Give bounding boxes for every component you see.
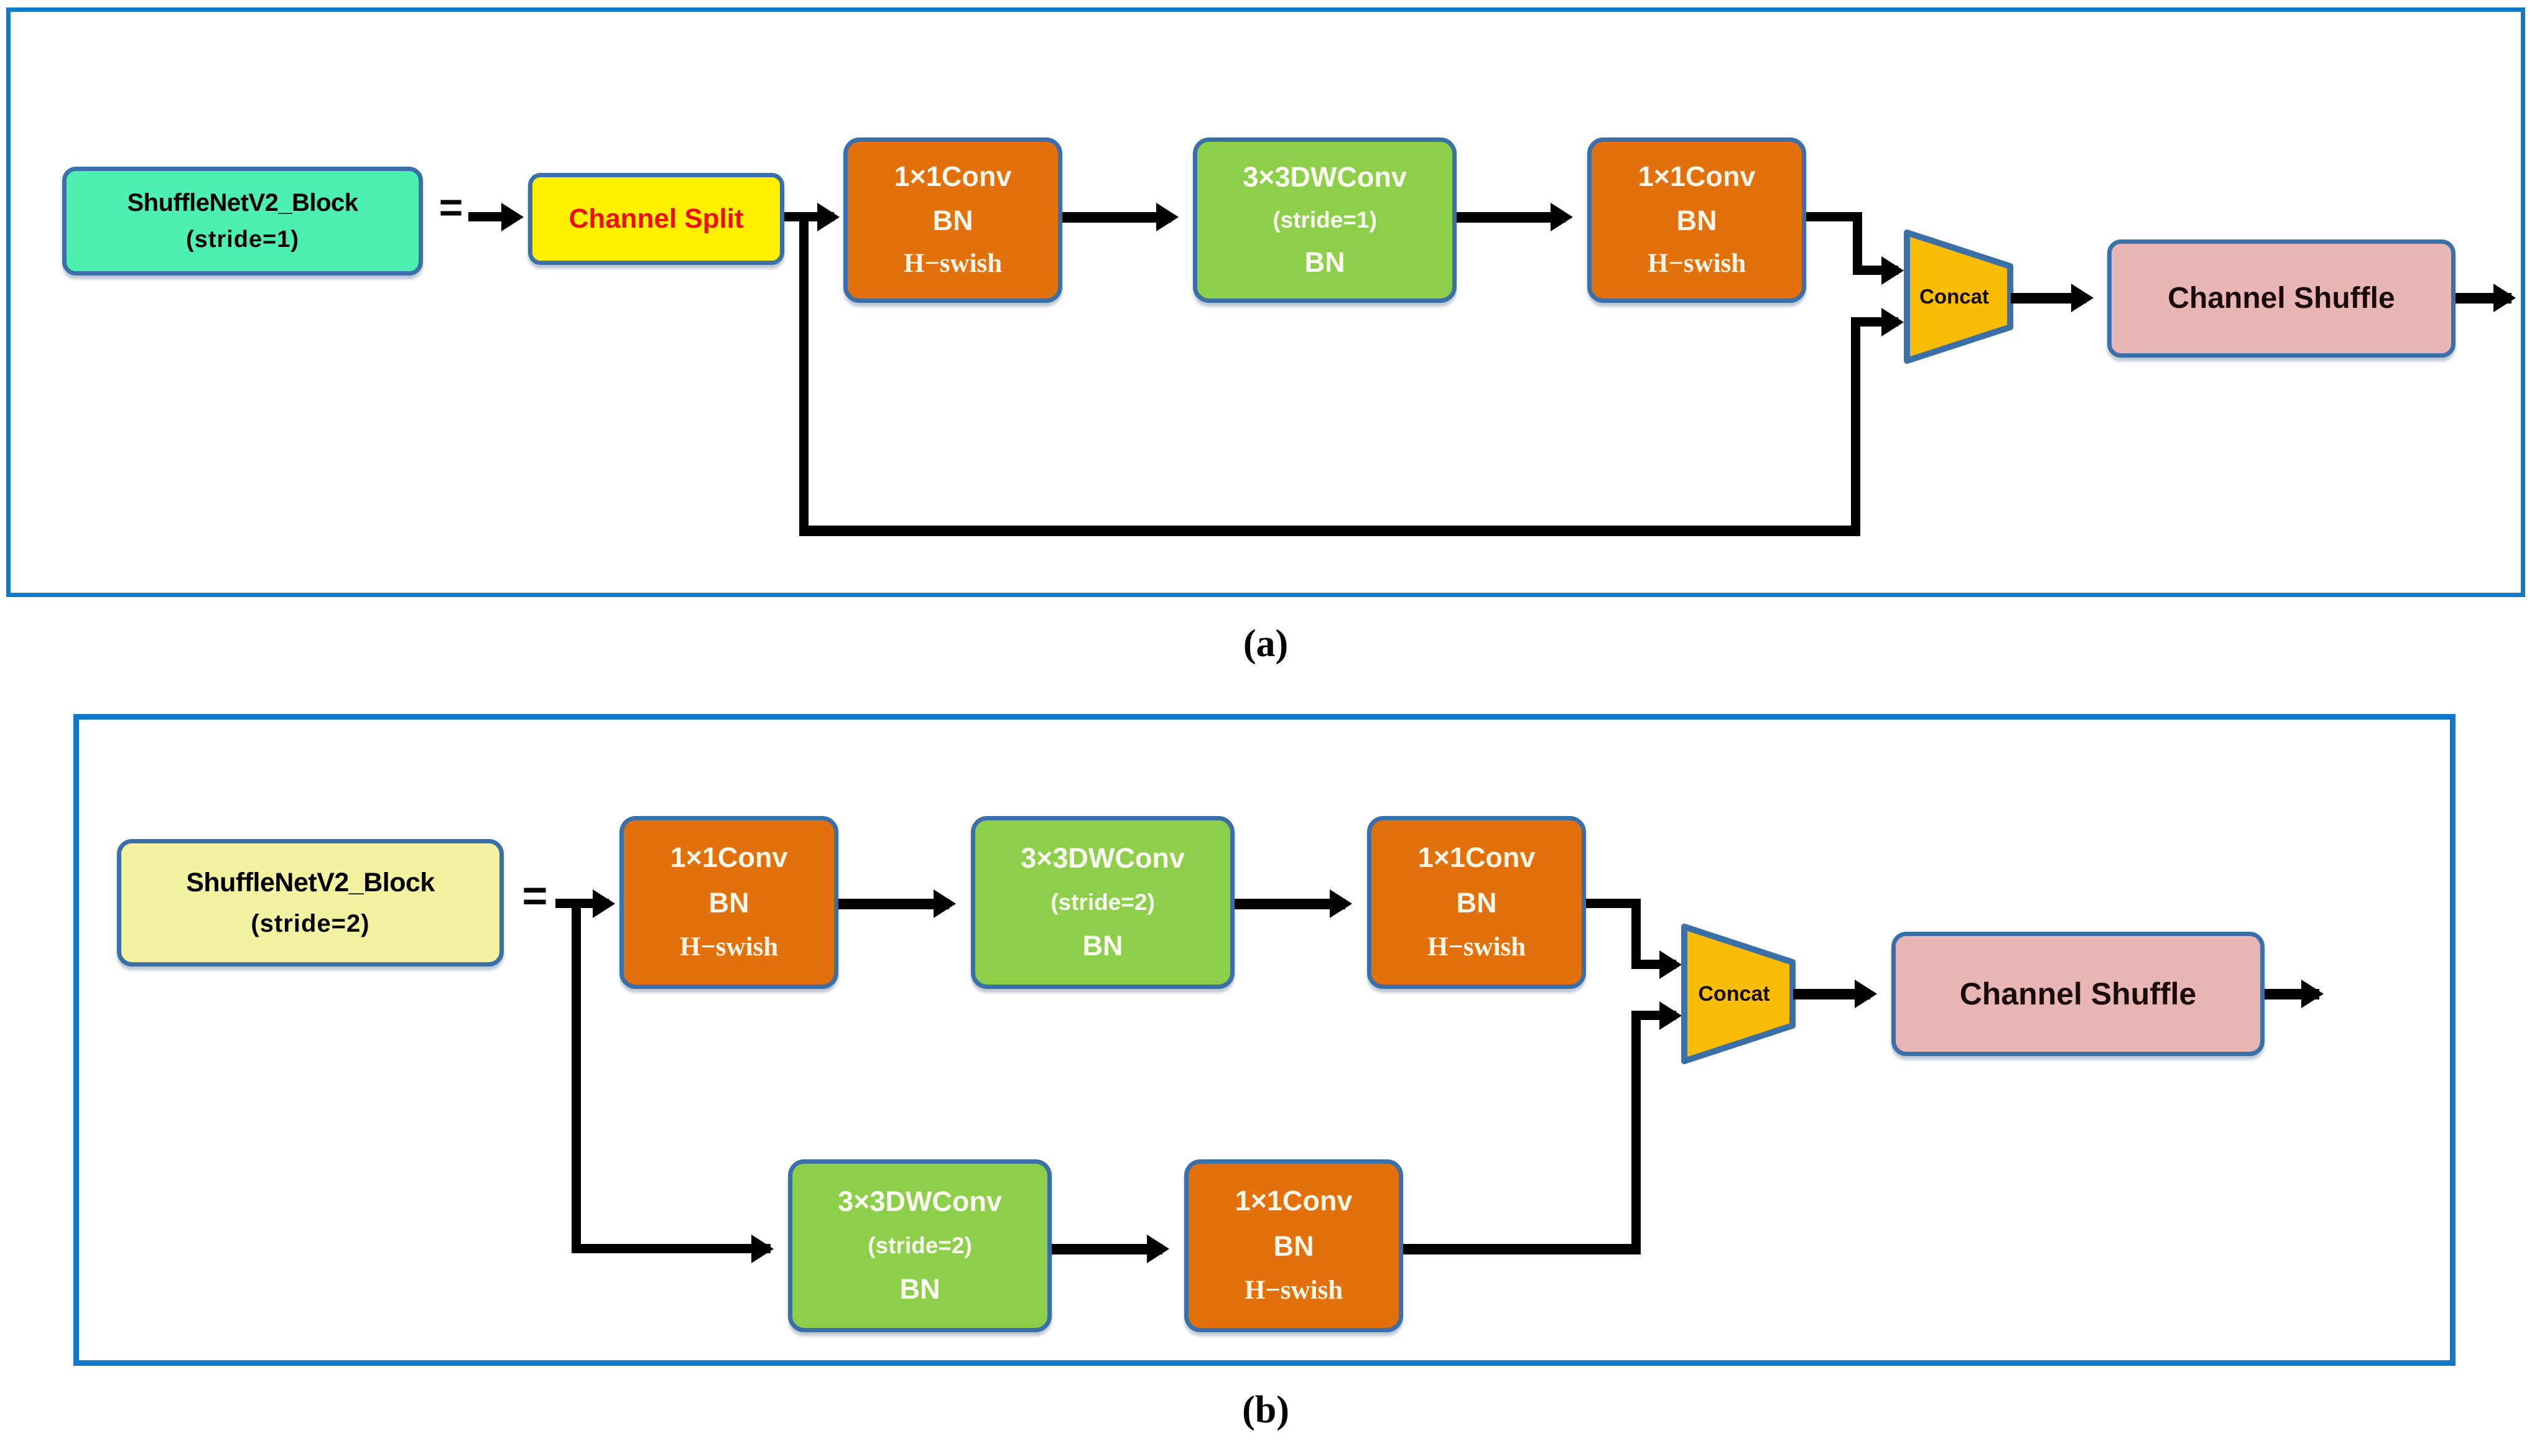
node-line-2: BN: [1456, 886, 1497, 919]
node-shufflenetv2-block-stride1[interactable]: ShuffleNetV2_Block (stride=1): [62, 167, 423, 276]
node-label: Concat: [1698, 981, 1770, 1006]
node-line-2: BN: [932, 204, 973, 236]
arrowhead-output-b: [2301, 980, 2324, 1008]
node-line-1: 1×1Conv: [670, 842, 788, 874]
arrowhead-dwconv-to-conv2-a: [1551, 203, 1573, 231]
arrowhead-eq-to-split: [501, 203, 524, 231]
concat-trapezoid-shape: [1681, 924, 1796, 1064]
arrowhead-dwconv-to-conv2-b-top: [1330, 889, 1352, 918]
node-channel-shuffle-a[interactable]: Channel Shuffle: [2107, 239, 2455, 358]
node-line-3: BN: [1082, 929, 1123, 962]
skip-connector-vertical-up-a: [1851, 322, 1860, 536]
arrowhead-output-a: [2493, 284, 2516, 312]
connector-conv1-to-dwconv-a: [1062, 212, 1171, 223]
arrowhead-top-into-concat-b: [1659, 950, 1682, 979]
node-line-1: 3×3DWConv: [838, 1185, 1002, 1218]
node-line-2: (stride=2): [868, 1233, 972, 1259]
node-label: Channel Shuffle: [2168, 282, 2395, 315]
arrowhead-conv1-to-dwconv-b-top: [934, 889, 956, 918]
node-line-2: BN: [1273, 1230, 1314, 1262]
node-line-1: 1×1Conv: [894, 160, 1012, 193]
node-dwconv-3x3-b-top[interactable]: 3×3DWConv (stride=2) BN: [971, 816, 1235, 989]
node-dwconv-3x3-a[interactable]: 3×3DWConv (stride=1) BN: [1193, 137, 1457, 303]
node-line-1: 3×3DWConv: [1243, 161, 1407, 193]
concat-trapezoid-shape: [1904, 230, 2013, 364]
split-connector-vertical-b: [572, 899, 581, 1253]
panel-a: ShuffleNetV2_Block (stride=1) = Channel …: [6, 7, 2525, 597]
node-conv-1x1-b-top-1[interactable]: 1×1Conv BN H−swish: [619, 816, 838, 989]
node-conv-1x1-a-1[interactable]: 1×1Conv BN H−swish: [843, 137, 1062, 303]
connector-conv2-out-a: [1806, 212, 1862, 221]
connector-dwconv-to-conv-b-bottom: [1052, 1244, 1162, 1254]
node-line-3: H−swish: [1244, 1276, 1343, 1305]
arrowhead-split-to-conv1: [817, 203, 840, 231]
caption-b: (b): [1242, 1389, 1289, 1431]
skip-connector-vertical-down-a: [799, 212, 809, 535]
node-label: Concat: [1919, 285, 1989, 308]
node-line-1: 1×1Conv: [1235, 1185, 1353, 1217]
arrowhead-bottom-into-concat-b: [1659, 1001, 1682, 1030]
node-line-1: 3×3DWConv: [1021, 842, 1185, 874]
connector-concat-to-shuffle-b: [1793, 989, 1870, 999]
skip-connector-horizontal-a: [799, 526, 1860, 536]
arrowhead-dwconv-to-conv-b-bottom: [1147, 1235, 1169, 1263]
node-concat-b[interactable]: Concat: [1679, 922, 1797, 1066]
arrowhead-conv2-into-concat-a: [1881, 256, 1904, 285]
caption-a: (a): [1243, 623, 1289, 665]
node-conv-1x1-b-bottom[interactable]: 1×1Conv BN H−swish: [1184, 1159, 1403, 1332]
node-subtitle: (stride=2): [251, 910, 370, 938]
node-line-3: H−swish: [1427, 932, 1526, 962]
arrowhead-eq-to-conv1-b: [593, 889, 615, 918]
node-line-3: H−swish: [679, 932, 779, 962]
arrowhead-split-to-dwconv-lower-b: [751, 1235, 774, 1263]
node-conv-1x1-a-2[interactable]: 1×1Conv BN H−swish: [1587, 137, 1806, 303]
arrowhead-skip-into-concat-a: [1881, 308, 1904, 336]
node-line-3: H−swish: [903, 249, 1003, 279]
connector-top-out-b: [1586, 899, 1641, 908]
node-line-2: (stride=1): [1273, 207, 1377, 233]
node-line-2: (stride=2): [1050, 889, 1155, 916]
node-line-2: BN: [1676, 204, 1717, 236]
node-channel-shuffle-b[interactable]: Channel Shuffle: [1891, 932, 2265, 1056]
node-label: Channel Split: [568, 203, 744, 234]
node-label: Channel Shuffle: [1959, 976, 2197, 1011]
connector-bottom-up-b: [1631, 1014, 1641, 1254]
node-line-1: 1×1Conv: [1638, 160, 1756, 193]
node-channel-split[interactable]: Channel Split: [528, 173, 784, 265]
node-concat-a[interactable]: Concat: [1902, 228, 2015, 366]
node-dwconv-3x3-b-bottom[interactable]: 3×3DWConv (stride=2) BN: [788, 1159, 1052, 1332]
node-line-1: 1×1Conv: [1417, 842, 1536, 874]
connector-eq-to-split: [468, 212, 504, 221]
connector-dwconv-to-conv2-a: [1457, 212, 1565, 223]
arrowhead-concat-to-shuffle-a: [2071, 284, 2094, 312]
split-connector-horizontal-b: [572, 1244, 771, 1253]
connector-concat-to-shuffle-a: [2011, 293, 2086, 304]
node-line-3: BN: [899, 1273, 940, 1305]
connector-top-down-b: [1631, 899, 1641, 968]
node-title: ShuffleNetV2_Block: [127, 189, 358, 217]
connector-conv2-down-a: [1853, 212, 1862, 274]
equals-sign-a: =: [438, 184, 463, 230]
equals-sign-b: =: [522, 871, 548, 920]
panel-b: ShuffleNetV2_Block (stride=2) = 1×1Conv …: [73, 714, 2455, 1366]
node-line-3: BN: [1304, 246, 1345, 278]
arrowhead-concat-to-shuffle-b: [1855, 980, 1877, 1008]
connector-conv1-to-dwconv-b-top: [838, 899, 949, 909]
node-conv-1x1-b-top-2[interactable]: 1×1Conv BN H−swish: [1367, 816, 1586, 989]
arrowhead-conv1-to-dwconv-a: [1156, 203, 1179, 231]
node-subtitle: (stride=1): [185, 226, 300, 253]
node-title: ShuffleNetV2_Block: [186, 867, 435, 897]
connector-dwconv-to-conv2-b-top: [1235, 899, 1345, 909]
node-line-3: H−swish: [1647, 249, 1746, 279]
connector-bottom-out-b: [1403, 1244, 1641, 1254]
node-line-2: BN: [708, 886, 749, 919]
node-shufflenetv2-block-stride2[interactable]: ShuffleNetV2_Block (stride=2): [117, 839, 504, 967]
